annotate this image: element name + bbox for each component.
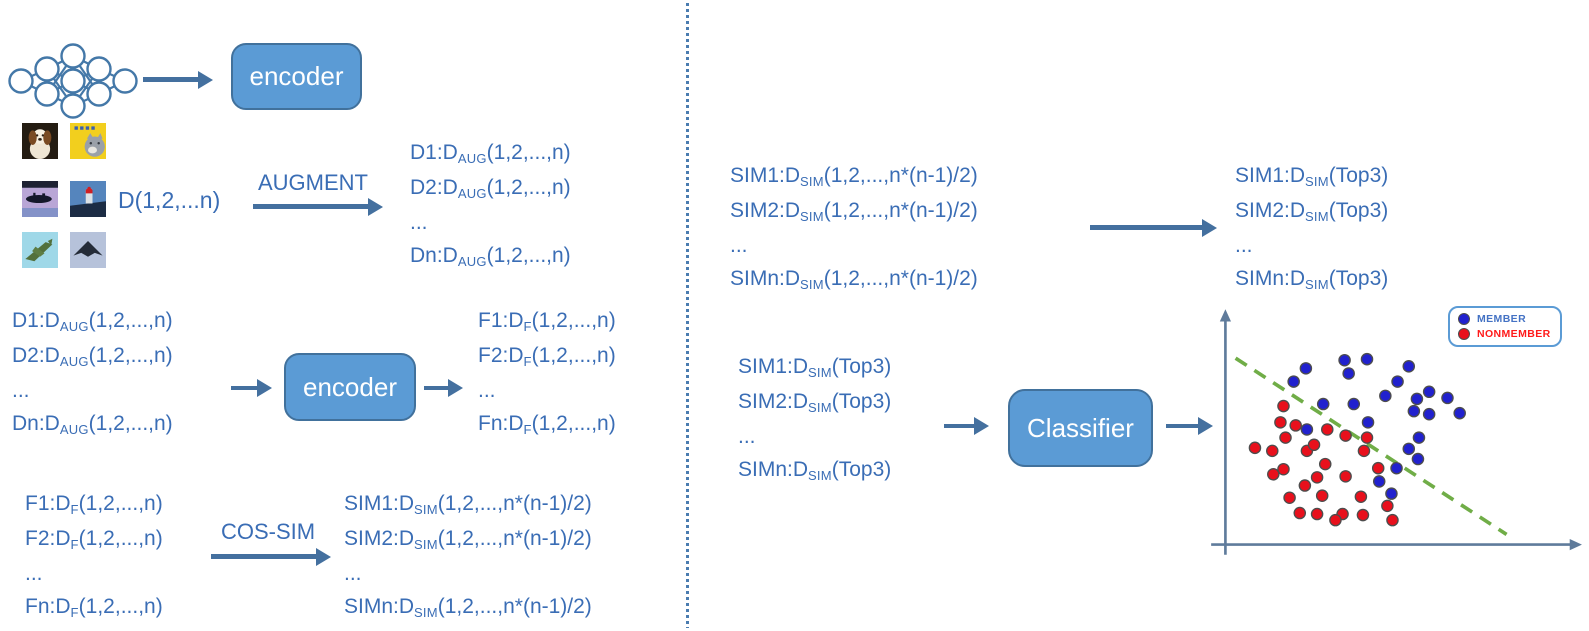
member-point <box>1441 391 1454 405</box>
member-point <box>1412 431 1426 444</box>
member-point <box>1402 360 1416 373</box>
x-axis-arrowhead <box>1569 538 1582 551</box>
sim-list-right-top: SIM1:DSIM(1,2,...,n*(n-1)/2)SIM2:DSIM(1,… <box>730 164 978 292</box>
nonmember-point <box>1318 457 1332 471</box>
classification-scatter-plot: MEMBER NONMEMBER <box>1203 303 1585 561</box>
encoder-box-mid: encoder <box>284 353 416 421</box>
nonmember-point <box>1274 416 1287 429</box>
member-point <box>1299 362 1313 375</box>
member-point <box>1316 397 1330 411</box>
member-point <box>1385 487 1398 500</box>
nonmember-point <box>1371 461 1385 475</box>
legend-member-row: MEMBER <box>1458 313 1551 325</box>
arrow-to-encoder <box>231 386 257 390</box>
member-point <box>1300 423 1314 436</box>
nonmember-point <box>1357 444 1371 458</box>
classifier-box: Classifier <box>1008 389 1153 467</box>
nonmember-point <box>1307 438 1321 452</box>
green-airplane-photo <box>22 232 58 268</box>
member-point <box>1372 475 1386 488</box>
nonmember-point <box>1310 507 1324 521</box>
member-point <box>1390 461 1403 475</box>
member-point <box>1379 389 1392 403</box>
member-dot-icon <box>1458 313 1470 325</box>
nonmember-point <box>1321 423 1334 436</box>
nonmember-point <box>1277 462 1290 476</box>
nonmember-point <box>1339 429 1352 442</box>
legend-nonmember-row: NONMEMBER <box>1458 328 1551 340</box>
member-point <box>1342 367 1355 380</box>
nonmember-point <box>1354 490 1368 503</box>
nonmember-point <box>1315 489 1329 502</box>
nonmember-point <box>1293 506 1307 520</box>
nonmember-point <box>1298 479 1312 492</box>
encoder-box-top: encoder <box>231 43 362 110</box>
cat-poster-photo <box>70 123 106 159</box>
nonmember-point <box>1339 470 1352 483</box>
arrow-to-classifier <box>944 424 974 428</box>
member-point <box>1402 442 1416 456</box>
f-list-bottom: F1:DF(1,2,...,n)F2:DF(1,2,...,n)...Fn:DF… <box>25 492 163 620</box>
dog-photo <box>22 123 58 159</box>
boat-photo <box>22 181 58 217</box>
sim-top3-list-bottom: SIM1:DSIM(Top3)SIM2:DSIM(Top3)...SIMn:DS… <box>738 355 892 483</box>
nonmember-point <box>1266 444 1279 458</box>
nonmember-point <box>1267 468 1280 481</box>
nonmember-point <box>1277 399 1290 413</box>
cos-sim-label: COS-SIM <box>220 519 316 544</box>
member-point <box>1338 353 1351 367</box>
augment-arrow <box>253 204 368 209</box>
member-point <box>1453 406 1466 420</box>
arrow-model-to-encoder <box>143 77 198 82</box>
nonmember-point <box>1289 419 1302 432</box>
neural-network-icon <box>8 42 138 120</box>
sim-top3-list-top: SIM1:DSIM(Top3)SIM2:DSIM(Top3)...SIMn:DS… <box>1235 164 1389 292</box>
section-divider <box>686 3 689 628</box>
member-point <box>1411 452 1425 466</box>
augment-label: AUGMENT <box>258 170 368 195</box>
member-point <box>1422 385 1436 399</box>
member-point <box>1287 375 1300 388</box>
nonmember-point <box>1360 431 1374 444</box>
member-point <box>1361 416 1375 429</box>
y-axis-arrowhead <box>1219 309 1232 322</box>
nonmember-point <box>1248 441 1262 455</box>
sim-list-bottom: SIM1:DSIM(1,2,...,n*(n-1)/2)SIM2:DSIM(1,… <box>344 492 592 620</box>
nonmember-point <box>1381 499 1394 513</box>
dataset-label: D(1,2,...n) <box>118 187 221 213</box>
d-aug-list-top: D1:DAUG(1,2,...,n)D2:DAUG(1,2,...,n)...D… <box>410 141 571 269</box>
nonmember-point <box>1283 491 1296 504</box>
nonmember-point <box>1356 508 1370 522</box>
nonmember-point <box>1329 513 1342 527</box>
nonmember-point <box>1310 471 1324 484</box>
legend-member-label: MEMBER <box>1477 313 1527 325</box>
airplane-tail-photo <box>70 181 106 217</box>
arrow-from-encoder <box>424 386 448 390</box>
stealth-bomber-photo <box>70 232 106 268</box>
nonmember-point <box>1386 513 1399 527</box>
member-point <box>1407 404 1421 418</box>
d-aug-list-mid: D1:DAUG(1,2,...,n)D2:DAUG(1,2,...,n)...D… <box>12 309 173 437</box>
scatter-legend: MEMBER NONMEMBER <box>1448 306 1562 347</box>
member-point <box>1422 407 1436 421</box>
member-point <box>1360 352 1374 366</box>
nonmember-dot-icon <box>1458 328 1470 340</box>
member-point <box>1391 375 1404 388</box>
member-point <box>1347 397 1361 411</box>
cos-sim-arrow <box>211 554 316 559</box>
arrow-to-scatter <box>1166 424 1198 428</box>
member-point <box>1410 392 1424 406</box>
legend-nonmember-label: NONMEMBER <box>1477 328 1551 340</box>
nonmember-point <box>1279 431 1292 444</box>
f-list-mid: F1:DF(1,2,...,n)F2:DF(1,2,...,n)...Fn:DF… <box>478 309 616 437</box>
top3-selection-arrow <box>1090 225 1202 230</box>
decision-boundary-line <box>1234 356 1508 536</box>
